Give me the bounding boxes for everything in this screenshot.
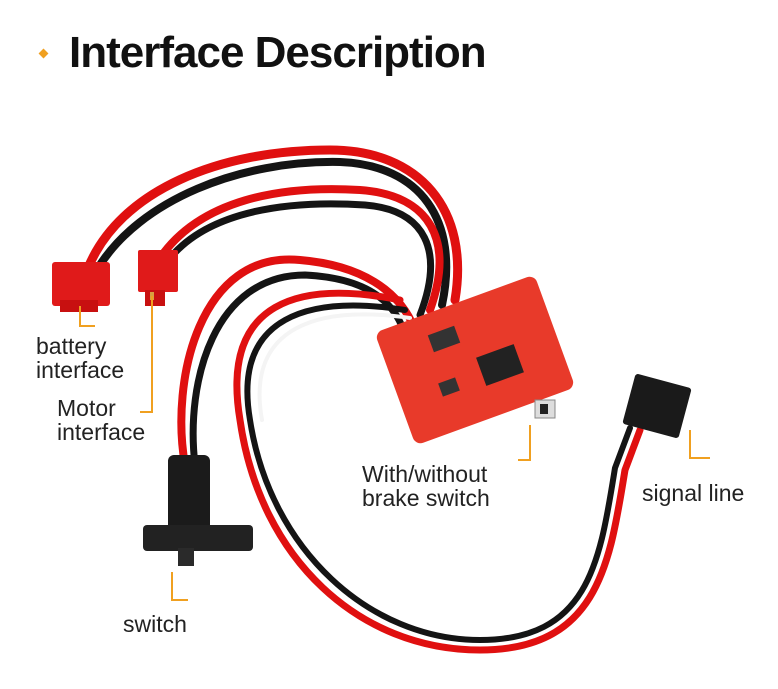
- battery-label-line2: interface: [36, 357, 125, 383]
- signal-wires: [233, 289, 644, 654]
- motor-label-line1: Motor: [57, 395, 116, 421]
- battery-interface-label: battery interface: [36, 334, 124, 382]
- switch-icon: [143, 455, 253, 566]
- brake-label-line2: brake switch: [362, 485, 490, 511]
- motor-label-line2: interface: [57, 419, 146, 445]
- signal-plug-icon: [622, 374, 692, 438]
- motor-connector-icon: [138, 250, 178, 306]
- brake-switch-label: With/without brake switch: [362, 462, 490, 510]
- switch-label: switch: [123, 611, 187, 637]
- brake-label-line1: With/without: [362, 461, 488, 487]
- power-wires: [83, 145, 463, 319]
- page-title: Interface Description: [69, 28, 487, 77]
- callout-lines: [79, 296, 710, 601]
- switch-wires: [177, 255, 419, 469]
- signal-line-label: signal line: [642, 480, 745, 506]
- motor-interface-label: Motor interface: [57, 396, 145, 444]
- header: Interface Description: [38, 28, 487, 78]
- battery-label-line1: battery: [36, 333, 107, 359]
- battery-connector-icon: [52, 262, 110, 312]
- esc-board-icon: [376, 276, 574, 444]
